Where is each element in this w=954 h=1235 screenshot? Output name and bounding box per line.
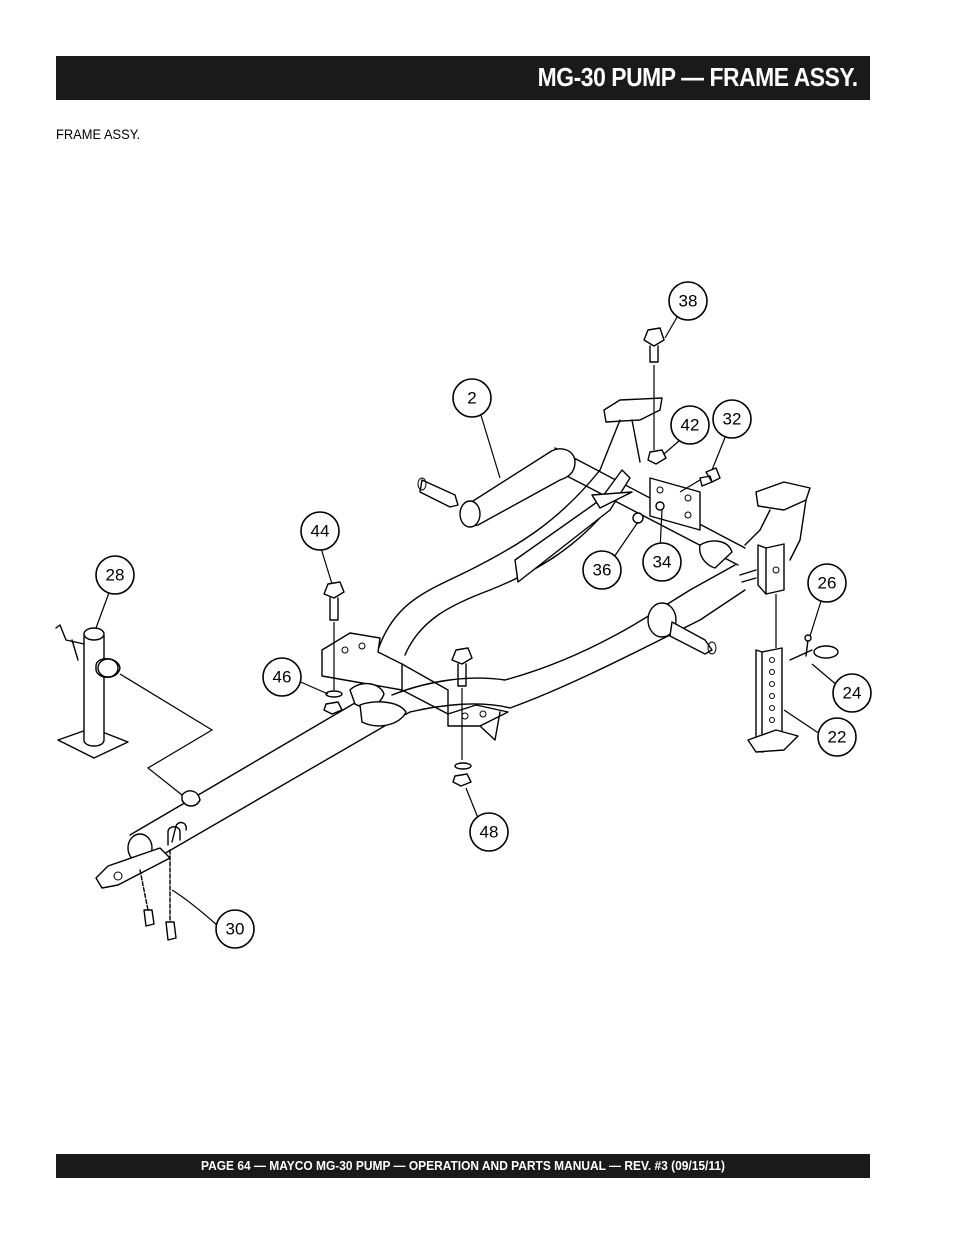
clip-26 <box>805 639 809 657</box>
frame-tube-curve-outer <box>409 589 746 713</box>
svg-text:24: 24 <box>843 684 862 703</box>
washer-34 <box>655 501 665 511</box>
jack-stand-sleeve <box>765 543 785 595</box>
gusset <box>591 491 633 509</box>
safety-chain-part-30 <box>139 869 149 911</box>
callout-30: 30 <box>215 909 255 949</box>
footer-text: PAGE 64 — MAYCO MG-30 PUMP — OPERATION A… <box>201 1158 725 1173</box>
svg-text:48: 48 <box>480 823 499 842</box>
svg-text:32: 32 <box>723 410 742 429</box>
frame-rail-left-lower <box>149 711 411 863</box>
callout-28: 28 <box>95 555 135 595</box>
callout-46: 46 <box>262 657 302 697</box>
callout-38: 38 <box>668 281 708 321</box>
callout-44: 44 <box>300 511 340 551</box>
washer-46 <box>325 690 343 698</box>
svg-text:36: 36 <box>593 561 612 580</box>
svg-text:22: 22 <box>828 728 847 747</box>
mount-bracket-right <box>755 481 811 511</box>
frame-tube-curve-inner <box>377 469 601 651</box>
axle-stub-right <box>669 621 713 655</box>
tongue-hole <box>113 871 123 881</box>
callout-36: 36 <box>582 550 622 590</box>
callout-22: 22 <box>817 717 857 757</box>
header-bar: MG-30 PUMP — FRAME ASSY. <box>56 56 870 100</box>
svg-text:2: 2 <box>467 389 476 408</box>
pin-24 <box>789 649 813 661</box>
cross-tube-end <box>647 602 677 638</box>
callout-2: 2 <box>452 378 492 418</box>
svg-text:38: 38 <box>679 292 698 311</box>
page-title: MG-30 PUMP — FRAME ASSY. <box>538 62 858 92</box>
bolt-38 <box>643 327 665 347</box>
bolt-44 <box>323 581 345 599</box>
mount-bracket-top <box>603 397 663 423</box>
washer-48 <box>454 762 472 770</box>
svg-text:28: 28 <box>106 566 125 585</box>
callout-34: 34 <box>642 542 682 582</box>
svg-text:30: 30 <box>226 920 245 939</box>
svg-text:46: 46 <box>273 668 292 687</box>
svg-text:44: 44 <box>311 522 330 541</box>
rear-bracket-plate <box>447 704 509 727</box>
rear-cross-member <box>321 632 403 691</box>
tongue-jack-tube-part-28 <box>83 627 105 747</box>
bolt-32 <box>705 467 721 483</box>
callout-24: 24 <box>832 673 872 713</box>
nut-42 <box>647 449 667 465</box>
frame-rail-left <box>129 689 379 836</box>
section-label: FRAME ASSY. <box>56 126 141 142</box>
safety-chain-bracket <box>167 826 181 846</box>
callout-48: 48 <box>469 812 509 852</box>
tongue-jack-handle <box>55 624 85 645</box>
footer-bar: PAGE 64 — MAYCO MG-30 PUMP — OPERATION A… <box>56 1154 870 1178</box>
nut-36 <box>632 512 644 524</box>
callout-26: 26 <box>807 563 847 603</box>
callout-32: 32 <box>712 399 752 439</box>
frame-tube-curve-inner-2 <box>404 499 616 656</box>
nut-46 <box>323 701 343 715</box>
callout-42: 42 <box>670 405 710 445</box>
jack-stand-foot <box>747 729 799 753</box>
svg-text:34: 34 <box>653 553 672 572</box>
nut-48 <box>452 773 472 787</box>
svg-text:42: 42 <box>681 416 700 435</box>
svg-text:26: 26 <box>818 574 837 593</box>
